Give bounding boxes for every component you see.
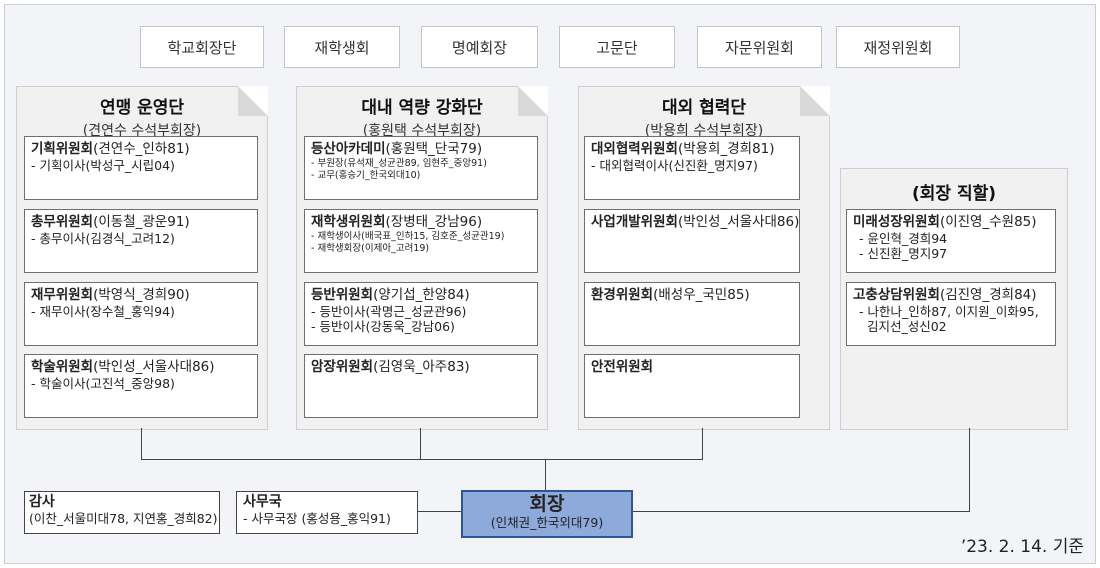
card-title-rest: (배성우_국민85): [653, 287, 750, 303]
card-title-bold: 감사: [29, 494, 55, 510]
card-safety: 안전위원회: [584, 354, 800, 418]
folded-corner: [238, 86, 268, 116]
top-box-label: 자문위원회: [724, 38, 794, 57]
connector-line: [141, 428, 142, 460]
card-line: - 학술이사(고진석_중앙98): [31, 376, 175, 391]
top-box-consulting: 자문위원회: [697, 26, 822, 68]
card-line: - 재학생회장(이제아_고려19): [311, 242, 430, 254]
card-line: - 나한나_인하87, 이지원_이화95,: [859, 304, 1039, 319]
card-title-bold: 사업개발위원회: [591, 214, 678, 230]
top-box-label: 고문단: [596, 38, 638, 57]
card-climbing-academy: 등산아카데미(홍원택_단국79) - 부원장(유석재_성균관89, 임현주_중앙…: [304, 136, 538, 200]
card-audit: 감사 (이찬_서울미대78, 지연홍_경희82): [24, 491, 220, 534]
card-title-bold: 사무국: [243, 494, 282, 510]
dept-title: 대외 협력단: [661, 98, 747, 118]
top-box-label: 학교회장단: [167, 38, 237, 57]
card-title-bold: 안전위원회: [591, 359, 654, 375]
card-external-cooperation: 대외협력위원회(박용희_경희81) - 대외협력이사(신진환_명지97): [584, 136, 800, 200]
card-business-dev: 사업개발위원회(박인성_서울사대86): [584, 209, 800, 273]
card-title-bold: 미래성장위원회: [853, 214, 940, 230]
card-environment: 환경위원회(배성우_국민85): [584, 282, 800, 346]
card-title-bold: 대외협력위원회: [591, 141, 678, 157]
card-line: - 등반이사(곽명근_성균관96): [311, 304, 467, 319]
card-line: (이찬_서울미대78, 지연홍_경희82): [29, 511, 218, 526]
card-title-rest: (박영식_경희90): [93, 287, 190, 303]
card-title-rest: (이동철_광운91): [93, 214, 190, 230]
connector-line: [418, 511, 461, 512]
card-title-bold: 총무위원회: [31, 214, 94, 230]
card-title-bold: 등반위원회: [311, 287, 374, 303]
card-title-rest: (견연수_인하81): [93, 141, 190, 157]
president-name: (인채권_한국외대79): [490, 515, 604, 530]
top-box-finance: 재정위원회: [836, 26, 960, 68]
dept-title: (회장 직할): [911, 184, 997, 204]
card-line: - 사무국장 (홍성용_홍익91): [243, 511, 391, 526]
connector-line: [629, 511, 970, 512]
connector-line: [141, 459, 703, 460]
top-box-label: 재학생회: [314, 38, 370, 57]
card-general-affairs: 총무위원회(이동철_광운91) - 총무이사(김경식_고려12): [24, 209, 258, 273]
dept-subtitle: (견연수 수석부회장): [82, 123, 202, 139]
card-title-rest: (박인성_서울사대86): [677, 214, 800, 230]
card-title-bold: 환경위원회: [591, 287, 654, 303]
card-title-bold: 재무위원회: [31, 287, 94, 303]
connector-line: [969, 428, 970, 512]
connector-line: [420, 428, 421, 460]
card-line: - 재학생이사(배국표_인하15, 김호준_성균관19): [311, 231, 505, 242]
dept-subtitle: (박용희 수석부회장): [644, 123, 764, 139]
card-planning: 기획위원회(견연수_인하81) - 기획이사(박성구_시립04): [24, 136, 258, 200]
card-secretariat: 사무국 - 사무국장 (홍성용_홍익91): [236, 491, 418, 534]
top-box-label: 재정위원회: [863, 38, 933, 57]
card-line: - 교무(홍승기_한국외대10): [311, 169, 421, 181]
card-title-rest: (김진영_경희84): [939, 287, 1037, 303]
card-title-bold: 학술위원회: [31, 359, 94, 375]
dept-title: 연맹 운영단: [99, 98, 185, 118]
president-box: 회장 (인채권_한국외대79): [461, 490, 633, 538]
card-title-rest: (장병태_강남96): [385, 214, 483, 230]
top-box-school-chairs: 학교회장단: [140, 26, 264, 68]
card-line: - 총무이사(김경식_고려12): [31, 231, 175, 246]
card-line: - 등반이사(강동욱_강남06): [311, 319, 455, 334]
card-academic: 학술위원회(박인성_서울사대86) - 학술이사(고진석_중앙98): [24, 354, 258, 418]
card-title-bold: 재학생위원회: [311, 214, 386, 230]
president-title: 회장: [529, 493, 565, 515]
card-rockwall: 암장위원회(김영욱_아주83): [304, 354, 538, 418]
card-title-rest: (박용희_경희81): [677, 141, 775, 157]
card-title-rest: (이진영_수원85): [939, 214, 1037, 230]
card-line: - 재무이사(장수철_홍익94): [31, 304, 175, 319]
card-line: - 기획이사(박성구_시립04): [31, 158, 175, 173]
card-climbing-committee: 등반위원회(양기섭_한양84) - 등반이사(곽명근_성균관96) - 등반이사…: [304, 282, 538, 346]
date-label: ’23. 2. 14. 기준: [960, 537, 1084, 557]
card-future-growth: 미래성장위원회(이진영_수원85) - 윤인혁_경희94 - 신진환_명지97: [846, 209, 1056, 273]
top-box-advisors: 고문단: [559, 26, 675, 68]
card-title-rest: (홍원택_단국79): [385, 141, 483, 157]
card-title-bold: 기획위원회: [31, 141, 94, 157]
card-title-bold: 고충상담위원회: [853, 287, 940, 303]
top-box-students: 재학생회: [284, 26, 400, 68]
card-line: - 윤인혁_경희94: [859, 231, 948, 246]
dept-title: 대내 역량 강화단: [361, 98, 483, 118]
connector-line: [545, 459, 546, 490]
card-student-committee: 재학생위원회(장병태_강남96) - 재학생이사(배국표_인하15, 김호준_성…: [304, 209, 538, 273]
folded-corner: [518, 86, 548, 116]
connector-line: [702, 428, 703, 460]
card-line: - 신진환_명지97: [859, 246, 948, 261]
dept-subtitle: (홍원택 수석부회장): [362, 123, 482, 139]
card-title-bold: 등산아카데미: [311, 141, 386, 157]
card-title-bold: 암장위원회: [311, 359, 374, 375]
card-line: 김지선_성신02: [859, 319, 947, 334]
top-box-honorary: 명예회장: [421, 26, 538, 68]
card-title-rest: (박인성_서울사대86): [93, 359, 215, 375]
card-counseling: 고충상담위원회(김진영_경희84) - 나한나_인하87, 이지원_이화95, …: [846, 282, 1056, 346]
top-box-label: 명예회장: [451, 38, 508, 57]
card-line: - 부원장(유석재_성균관89, 임현주_중앙91): [311, 158, 487, 169]
card-title-rest: (김영욱_아주83): [373, 359, 470, 375]
card-title-rest: (양기섭_한양84): [373, 287, 470, 303]
card-finance: 재무위원회(박영식_경희90) - 재무이사(장수철_홍익94): [24, 282, 258, 346]
card-line: - 대외협력이사(신진환_명지97): [591, 158, 758, 173]
folded-corner: [800, 86, 830, 116]
